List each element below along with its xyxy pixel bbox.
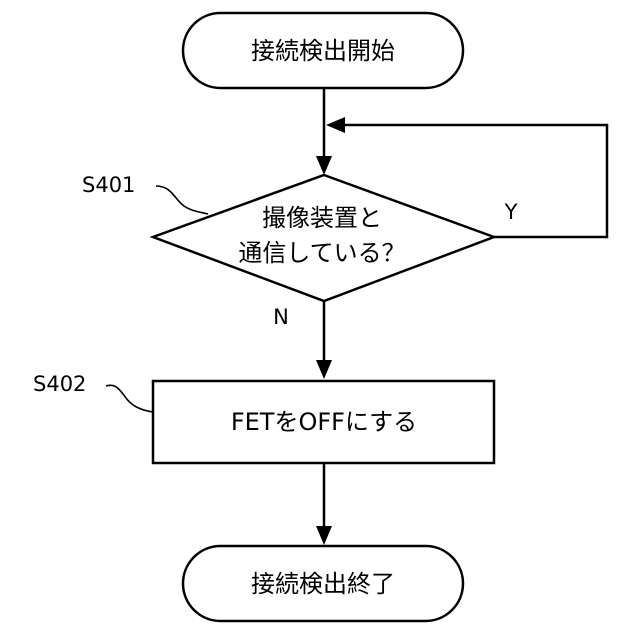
- no-branch-label: N: [273, 305, 289, 329]
- step-id-s401-leader: [156, 186, 208, 214]
- decision-diamond-shape: [153, 175, 494, 301]
- step-id-s402: S402: [33, 372, 86, 396]
- end-terminator: 接続検出終了: [183, 546, 463, 621]
- decision-text-line-2: 通信している？: [238, 239, 405, 267]
- start-terminator: 接続検出開始: [183, 13, 463, 88]
- step-id-s402-leader: [106, 385, 153, 412]
- end-terminator-label: 接続検出終了: [251, 570, 395, 598]
- process-node: FETをOFFにする: [153, 381, 494, 463]
- step-id-s401: S401: [82, 173, 135, 197]
- arrowhead-down-icon: [316, 156, 332, 175]
- decision-node: 撮像装置と 通信している？: [153, 175, 494, 301]
- step-id-s401-group: S401: [82, 173, 208, 214]
- arrowhead-down-icon: [316, 526, 332, 545]
- connector-start-to-decision: [316, 88, 332, 175]
- arrowhead-left-icon: [326, 117, 345, 133]
- start-terminator-label: 接続検出開始: [251, 37, 395, 65]
- decision-text-line-1: 撮像装置と: [262, 204, 382, 232]
- process-box-label: FETをOFFにする: [231, 408, 417, 436]
- connector-decision-to-process: [316, 301, 332, 379]
- yes-branch-label: Y: [504, 200, 518, 224]
- connector-process-to-end: [316, 463, 332, 545]
- step-id-s402-group: S402: [33, 372, 153, 412]
- arrowhead-down-icon: [316, 360, 332, 379]
